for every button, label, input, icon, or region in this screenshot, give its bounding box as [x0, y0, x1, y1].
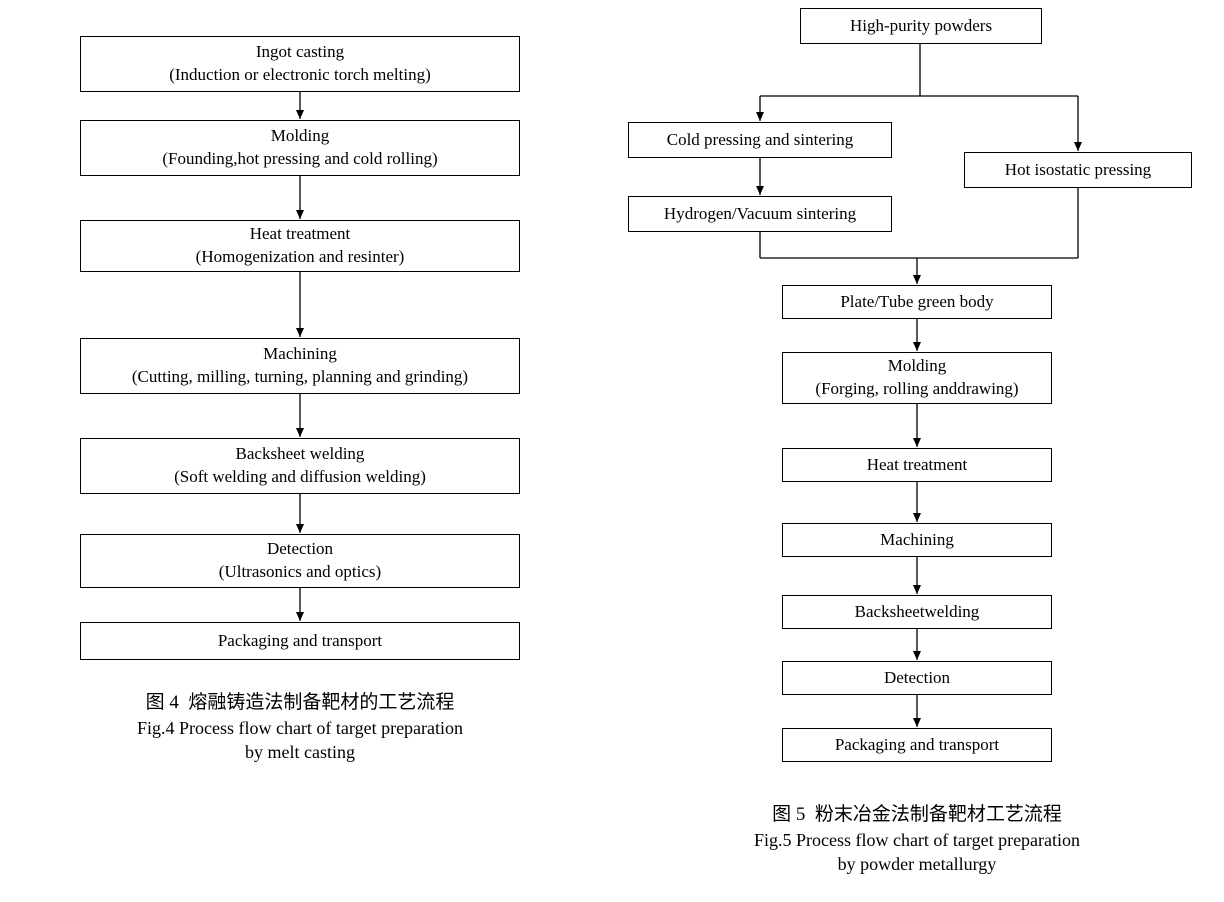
step-title: Heat treatment — [249, 224, 351, 244]
node-label: Heat treatment — [866, 454, 968, 474]
node-label: Detection — [883, 667, 951, 687]
node-label: Molding — [887, 356, 947, 376]
fig5-node-cold-pressing: Cold pressing and sintering — [628, 122, 892, 158]
node-label: Hot isostatic pressing — [1004, 159, 1152, 179]
step-subtitle: (Homogenization and resinter) — [195, 247, 405, 266]
fig5-node-green-body: Plate/Tube green body — [782, 285, 1052, 319]
fig4-step-machining: Machining (Cutting, milling, turning, pl… — [80, 338, 520, 394]
fig4-step-packaging: Packaging and transport — [80, 622, 520, 660]
step-title: Molding — [270, 126, 330, 146]
node-label: Backsheetwelding — [854, 601, 980, 621]
fig4-step-backsheet-welding: Backsheet welding (Soft welding and diff… — [80, 438, 520, 494]
node-label: Machining — [880, 529, 954, 549]
fig4-step-molding: Molding (Founding,hot pressing and cold … — [80, 120, 520, 176]
node-label: Hydrogen/Vacuum sintering — [663, 203, 857, 223]
step-title: Machining — [263, 344, 337, 364]
node-label: Packaging and transport — [834, 734, 1000, 754]
figure5-caption-en-line2: by powder metallurgy — [837, 853, 997, 874]
fig5-node-machining: Machining — [782, 523, 1052, 557]
node-sublabel: (Forging, rolling anddrawing) — [815, 379, 1019, 398]
fig5-node-heat-treatment: Heat treatment — [782, 448, 1052, 482]
fig4-step-detection: Detection (Ultrasonics and optics) — [80, 534, 520, 588]
step-subtitle: (Ultrasonics and optics) — [218, 562, 382, 581]
step-subtitle: (Cutting, milling, turning, planning and… — [131, 367, 469, 386]
step-title: Backsheet welding — [235, 444, 365, 464]
figure5-caption: 图 5 粉末冶金法制备靶材工艺流程 Fig.5 Process flow cha… — [667, 802, 1167, 876]
node-label: Plate/Tube green body — [840, 291, 994, 311]
node-label: High-purity powders — [849, 15, 993, 35]
fig4-step-ingot-casting: Ingot casting (Induction or electronic t… — [80, 36, 520, 92]
fig4-step-heat-treatment: Heat treatment (Homogenization and resin… — [80, 220, 520, 272]
figure5-caption-cn: 图 5 粉末冶金法制备靶材工艺流程 — [772, 804, 1062, 825]
fig5-node-hot-isostatic-pressing: Hot isostatic pressing — [964, 152, 1192, 188]
step-subtitle: (Induction or electronic torch melting) — [169, 65, 431, 84]
fig5-node-molding: Molding (Forging, rolling anddrawing) — [782, 352, 1052, 404]
step-subtitle: (Soft welding and diffusion welding) — [174, 467, 426, 486]
fig5-node-detection: Detection — [782, 661, 1052, 695]
fig5-node-backsheet-welding: Backsheetwelding — [782, 595, 1052, 629]
figure4-caption-en-line1: Fig.4 Process flow chart of target prepa… — [136, 717, 464, 738]
figure4-caption-cn: 图 4 熔融铸造法制备靶材的工艺流程 — [145, 692, 455, 713]
step-subtitle: (Founding,hot pressing and cold rolling) — [162, 149, 438, 168]
node-label: Cold pressing and sintering — [666, 129, 854, 149]
step-title: Ingot casting — [255, 42, 345, 62]
fig5-node-high-purity-powders: High-purity powders — [800, 8, 1042, 44]
fig5-node-packaging: Packaging and transport — [782, 728, 1052, 762]
figure5-caption-en-line1: Fig.5 Process flow chart of target prepa… — [753, 829, 1081, 850]
step-title: Packaging and transport — [217, 630, 383, 650]
step-title: Detection — [266, 539, 334, 559]
fig5-node-hydrogen-vacuum-sintering: Hydrogen/Vacuum sintering — [628, 196, 892, 232]
figure4-caption-en-line2: by melt casting — [245, 741, 355, 762]
figure4-caption: 图 4 熔融铸造法制备靶材的工艺流程 Fig.4 Process flow ch… — [80, 690, 520, 764]
